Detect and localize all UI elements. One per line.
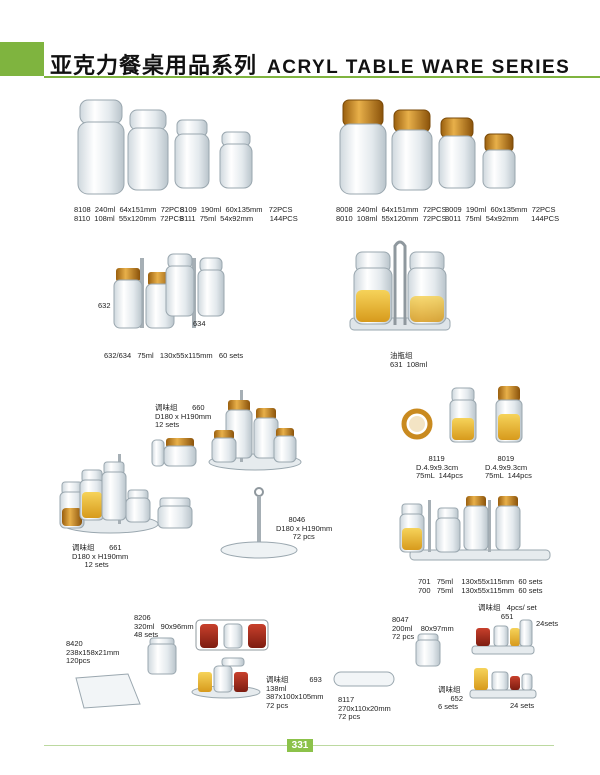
- page-title: 亚克力餐桌用品系列 ACRYL TABLE WARE SERIES: [50, 48, 570, 80]
- label-8046: 8046 D180 x H190mm 72 pcs: [276, 515, 333, 541]
- label-661: 调味组 661 D180 x H190mm 12 sets: [72, 543, 129, 569]
- bottle-8109: [174, 119, 210, 189]
- condiment-set-660: [151, 390, 302, 471]
- label-8008-8010: 8008 240ml 64x151mm 72PCS 8010 108ml 55x…: [336, 205, 447, 223]
- label-8019: 8019 D.4.9x9.3cm 75mL 144pcs: [485, 454, 532, 480]
- page-title-en: ACRYL TABLE WARE SERIES: [267, 57, 571, 78]
- bottle-8108: [77, 99, 125, 195]
- label-8108-8110: 8108 240ml 64x151mm 72PCS 8110 108ml 55x…: [74, 205, 185, 223]
- bottle-8008: [339, 99, 387, 195]
- label-8109-8111: 8109 190ml 60x135mm 72PCS 8111 75ml 54x9…: [180, 205, 298, 223]
- tray-8420: [75, 673, 141, 709]
- label-651-sets: 24sets: [536, 619, 559, 628]
- label-8047: 8047 200ml 80x97mm 72 pcs: [392, 615, 454, 641]
- label-8420: 8420 238x158x21mm 120pcs: [66, 639, 120, 665]
- label-632: 632: [98, 301, 111, 310]
- cruet-set-701-700: [399, 496, 551, 561]
- label-8206: 8206 320ml 90x96mm 48 sets: [134, 613, 194, 639]
- condiment-set-693: [191, 619, 269, 699]
- bottle-8019: [495, 386, 523, 443]
- label-651: 调味组 4pcs/ set 651: [478, 603, 537, 621]
- label-632-634-spec: 632/634 75ml 130x55x115mm 60 sets: [104, 351, 244, 360]
- page-number: 331: [287, 739, 313, 752]
- bottle-8119: [449, 387, 477, 443]
- tray-8117: [333, 671, 395, 687]
- ring-base-8119: [401, 408, 433, 440]
- label-652-sets: 24 sets: [510, 701, 535, 710]
- label-634: 634: [193, 319, 206, 328]
- label-631: 油瓶组 631 108ml: [390, 351, 428, 369]
- bottle-8011: [482, 133, 516, 189]
- jar-8047: [415, 633, 441, 667]
- bottle-8010: [391, 109, 433, 191]
- label-8009-8011: 8009 190ml 60x135mm 72PCS 8011 75ml 54x9…: [445, 205, 560, 223]
- stand-8046: [220, 487, 298, 559]
- condiment-set-661: [59, 454, 193, 534]
- bottle-8111: [219, 131, 253, 189]
- cruet-set-632-634: [113, 253, 225, 329]
- bottle-8009: [438, 117, 476, 189]
- oil-set-631: [349, 240, 451, 331]
- label-701-700: 701 75ml 130x55x115mm 60 sets 700 75ml 1…: [418, 577, 543, 595]
- bottle-8110: [127, 109, 169, 191]
- condiment-set-651: [471, 619, 535, 655]
- jar-8206: [147, 637, 177, 675]
- label-8117: 8117 270x110x20mm 72 pcs: [338, 695, 391, 721]
- label-660: 调味组 660 D180 x H190mm 12 sets: [155, 403, 212, 429]
- label-693: 调味组 693 138ml 387x100x105mm 72 pcs: [266, 675, 324, 710]
- label-652: 调味组 652 6 sets: [438, 685, 464, 711]
- condiment-set-652: [469, 668, 537, 699]
- header-rule: [44, 76, 600, 78]
- label-8119: 8119 D.4.9x9.3cm 75mL 144pcs: [416, 454, 463, 480]
- header-accent-block: [0, 42, 44, 76]
- page-title-cn: 亚克力餐桌用品系列: [50, 53, 258, 78]
